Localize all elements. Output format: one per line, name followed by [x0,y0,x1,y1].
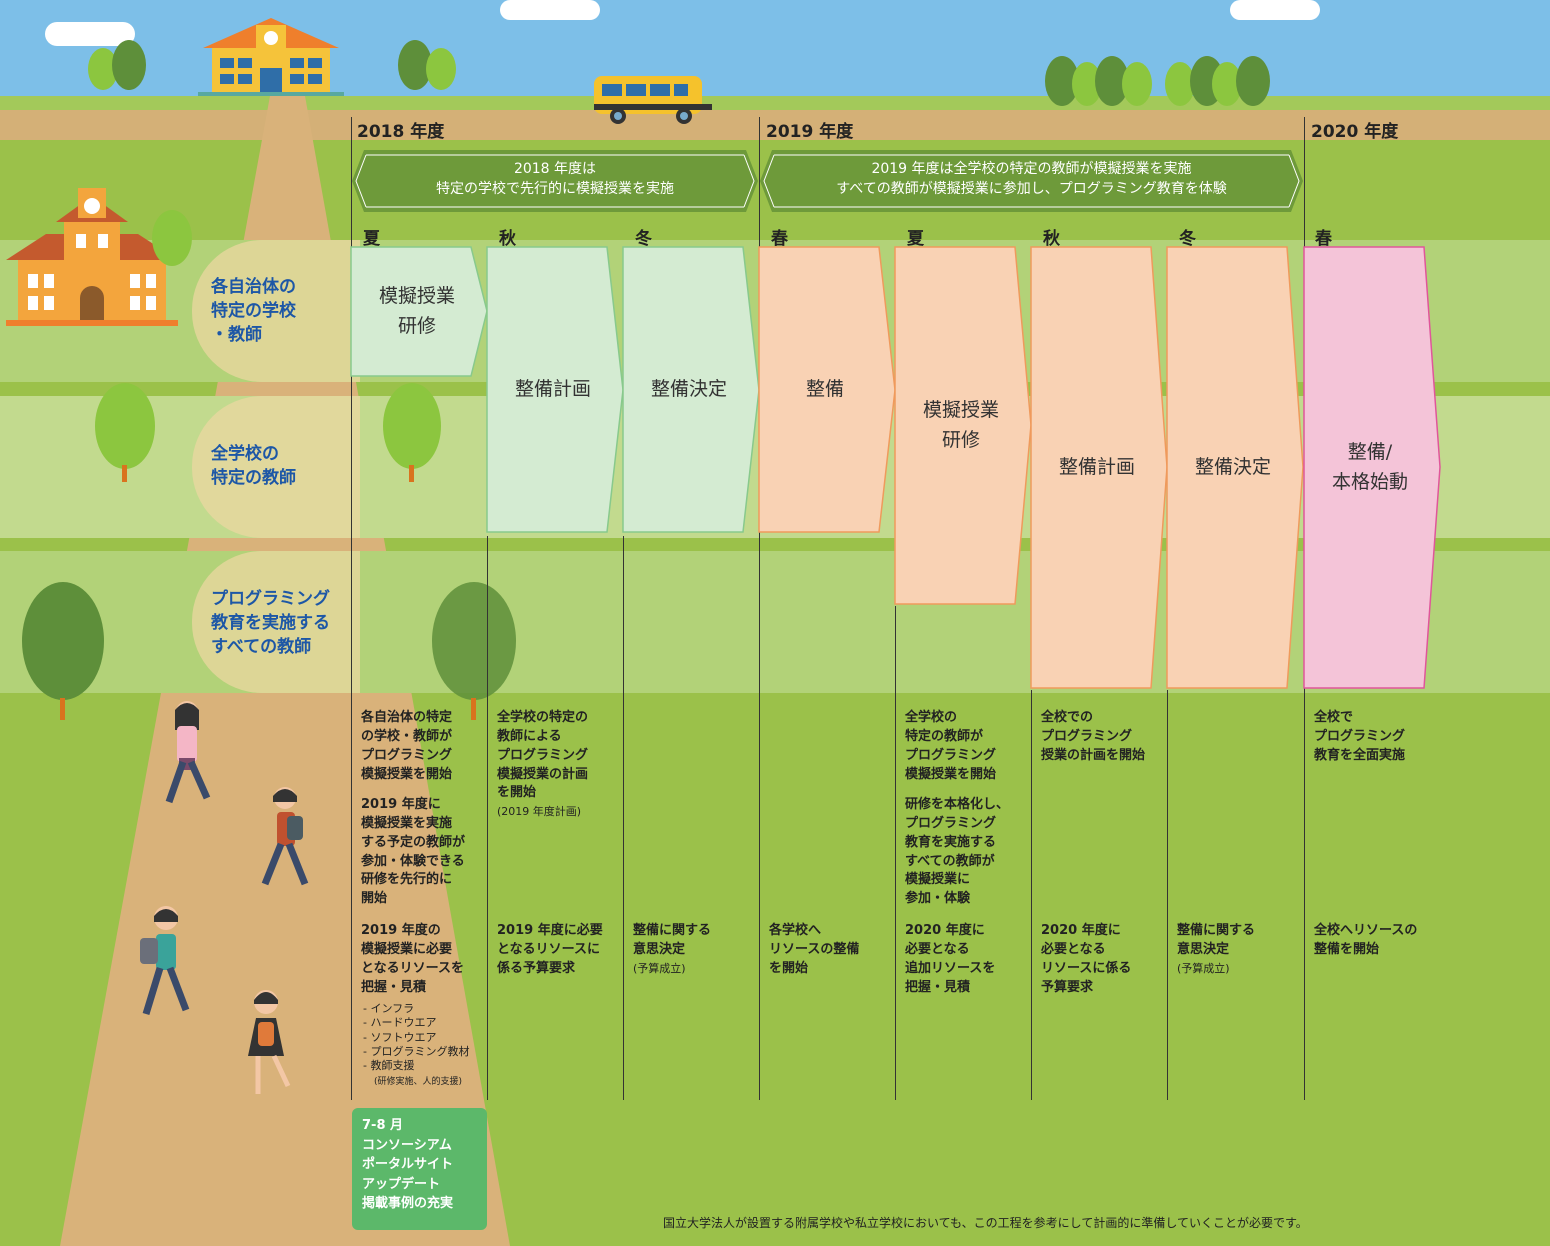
tree [426,48,456,90]
student-illustration [261,787,309,886]
tree [95,383,155,469]
year-divider [759,117,760,1100]
note-col5-a: 全学校の 特定の教師が プログラミング 模擬授業を開始 [905,710,997,782]
note-col4-b: 各学校へ リソースの整備 を開始 [769,923,860,976]
tree [22,582,104,700]
arrow-shape-7 [1166,246,1304,689]
note-col1-b: 2019 年度に 模擬授業を実施 する予定の教師が 参加・体験できる 研修を先行… [361,797,466,907]
footnote: 国立大学法人が設置する附属学校や私立学校においても、この工程を参考にして計画的に… [663,1216,1308,1230]
student-illustration [140,906,190,1016]
arrow-text-8: 整備/ 本格始動 [1331,441,1408,493]
note-col1-c: 2019 年度の 模擬授業に必要 となるリソースを 把握・見積 [361,923,464,995]
arrow-text-2: 整備計画 [514,377,591,400]
banner-2019-line2: すべての教師が模擬授業に参加し、プログラミング教育を体験 [836,180,1227,197]
consortium-box: 7-8 月 コンソーシアム ポータルサイト アップデート 掲載事例の充実 [352,1108,487,1230]
banner-2019-line1: 2019 年度は全学校の特定の教師が模擬授業を実施 [871,161,1192,177]
arrow-shape-4 [758,246,896,533]
arrow-text-3: 整備決定 [650,377,727,400]
note-col3-b-sub: (予算成立) [633,962,686,975]
note-col1-a: 各自治体の特定 の学校・教師が プログラミング 模擬授業を開始 [361,710,453,782]
note-col8-b: 全校へリソースの 整備を開始 [1314,923,1418,957]
tree-trunk [409,465,414,482]
year-divider [351,117,352,1100]
season-label: 秋 [1043,229,1060,249]
cloud [500,0,600,20]
consortium-text: コンソーシアム ポータルサイト アップデート 掲載事例の充実 [362,1137,454,1212]
arrow-shape-8 [1303,246,1441,689]
tree [383,383,441,469]
note-col2-a: 全学校の特定の 教師による プログラミング 模擬授業の計画 を開始 [497,710,589,801]
season-label: 冬 [1179,229,1196,249]
note-col6-a: 全校での プログラミング 授業の計画を開始 [1041,710,1146,763]
tree-trunk [60,698,65,720]
arrow-shape-6 [1030,246,1168,689]
season-label: 夏 [907,229,924,249]
row-label-specific-schools: 各自治体の 特定の学校 ・教師 [211,277,296,345]
row-label-bg-2 [192,396,360,538]
season-divider [895,606,896,1100]
horizontal-road [0,110,1550,140]
student-illustration [165,701,211,804]
banner-2018: 2018 年度は 特定の学校で先行的に模擬授業を実施 [352,160,758,199]
tree [112,40,146,90]
arrow-shape-1 [350,246,488,377]
year-label-2019: 2019 年度 [766,122,854,142]
note-col5-b: 2020 年度に 必要となる 追加リソースを 把握・見積 [905,923,996,995]
season-divider [1031,690,1032,1100]
horizon-grass [0,96,1550,112]
note-col5-a2: 研修を本格化し、 プログラミング 教育を実施する すべての教師が 模擬授業に 参… [905,797,1010,907]
season-label: 夏 [363,229,380,249]
note-col1-list-sub: (研修実施、人的支援) [374,1077,463,1087]
note-col3-b: 整備に関する 意思決定 [633,923,712,957]
arrow-text-6: 整備計画 [1058,455,1135,478]
arrow-text-7: 整備決定 [1194,455,1271,478]
tree-trunk [471,698,476,720]
note-col7-b-sub: (予算成立) [1177,962,1230,975]
row-label-bg-3 [192,551,360,693]
season-label: 冬 [635,229,652,249]
note-col6-b: 2020 年度に 必要となる リソースに係る 予算要求 [1041,923,1132,995]
tree-trunk [122,465,127,482]
season-divider [1167,690,1168,1100]
arrow-shape-3 [622,246,760,533]
year-label-2020: 2020 年度 [1311,122,1399,142]
note-col2-a-sub: (2019 年度計画) [497,805,582,818]
tree [1236,56,1270,106]
tree [1122,62,1152,106]
season-label: 春 [771,229,788,249]
arrow-shape-2 [486,246,624,533]
row-label-all-schools-teachers: 全学校の 特定の教師 [211,444,296,488]
tree [432,582,516,700]
arrow-text-5: 模擬授業 研修 [922,399,999,451]
banner-2019: 2019 年度は全学校の特定の教師が模擬授業を実施 すべての教師が模擬授業に参加… [760,160,1303,199]
row-label-all-teachers: プログラミング 教育を実施する すべての教師 [211,589,330,657]
arrow-shape-5 [894,246,1032,605]
cloud [1230,0,1320,20]
note-col7-b: 整備に関する 意思決定 [1177,923,1256,957]
school-bus [594,76,712,124]
arrow-text-4: 整備 [805,377,844,400]
season-label: 秋 [499,229,516,249]
consortium-month: 7-8 月 [362,1118,404,1133]
banner-2019-bg [760,150,1303,212]
banner-2018-line2: 特定の学校で先行的に模擬授業を実施 [436,180,674,197]
school-building-left [6,188,178,326]
school-building-top [198,18,344,96]
student-illustration [248,990,291,1094]
banner-2018-line1: 2018 年度は [513,161,597,177]
note-col2-b: 2019 年度に必要 となるリソースに 係る予算要求 [497,923,603,976]
banner-2018-bg [352,150,758,212]
note-col8-a: 全校で プログラミング 教育を全面実施 [1314,710,1406,763]
year-label-2018: 2018 年度 [357,122,445,142]
note-col1-list: - インフラ - ハードウエア - ソフトウエア - プログラミング教材 - 教… [363,1002,470,1073]
row-label-bg-1 [192,240,360,382]
season-label: 春 [1315,229,1332,249]
season-divider [487,536,488,1100]
season-divider [623,536,624,1100]
arrow-text-1: 模擬授業 研修 [378,285,455,337]
tree [152,210,192,266]
